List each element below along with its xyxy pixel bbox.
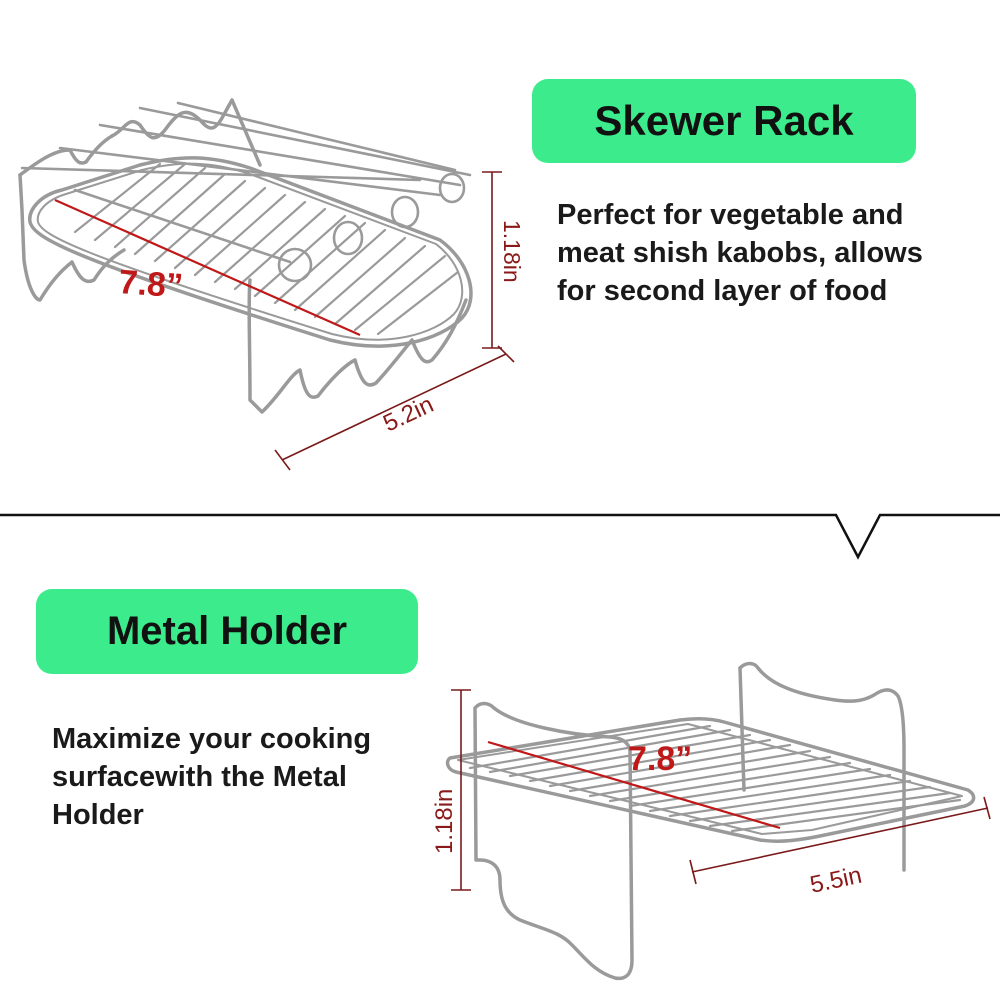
- metal-holder-rim: [445, 716, 976, 843]
- holder-length-label: 7.8”: [628, 740, 692, 778]
- holder-desc-line-2: surfacewith the Metal: [52, 761, 347, 793]
- metal-holder-description: Maximize your cooking surfacewith the Me…: [52, 720, 371, 834]
- skewer-desc-line-3: for second layer of food: [557, 275, 888, 307]
- skewer-rack-back-leg: [18, 173, 126, 302]
- skewer-rack-description: Perfect for vegetable and meat shish kab…: [557, 196, 923, 310]
- metal-holder-image: [445, 661, 976, 981]
- metal-holder-front-leg: [473, 701, 634, 981]
- skewer-length-label: 7.8”: [117, 263, 184, 305]
- holder-height-label: 1.18in: [431, 789, 458, 854]
- holder-dimensions: [451, 689, 991, 891]
- holder-width-label: 5.5in: [808, 862, 865, 899]
- skewer-rack-title-badge: Skewer Rack: [532, 79, 916, 163]
- skewer-height-label: 1.18in: [499, 220, 525, 283]
- metal-holder-title-badge: Metal Holder: [36, 589, 418, 674]
- skewer-rack-title: Skewer Rack: [594, 97, 854, 144]
- skewers: [20, 101, 472, 264]
- skewer-rack-image: [18, 98, 473, 414]
- holder-desc-line-1: Maximize your cooking: [52, 723, 372, 755]
- metal-holder-back-leg: [738, 661, 906, 872]
- skewer-desc-line-2: meat shish kabobs, allows: [557, 237, 923, 269]
- holder-desc-line-3: Holder: [52, 799, 144, 831]
- skewer-desc-line-1: Perfect for vegetable and: [557, 199, 904, 231]
- skewer-rack-front-leg: [247, 278, 468, 414]
- skewer-rack-grill-bars: [73, 162, 460, 336]
- section-divider: [0, 513, 1000, 560]
- metal-holder-title: Metal Holder: [106, 609, 348, 653]
- skewer-dimensions: [54, 171, 515, 471]
- skewer-rack-rim: [28, 156, 473, 348]
- skewer-width-label: 5.2in: [379, 391, 438, 437]
- skewer-loops: [277, 172, 466, 283]
